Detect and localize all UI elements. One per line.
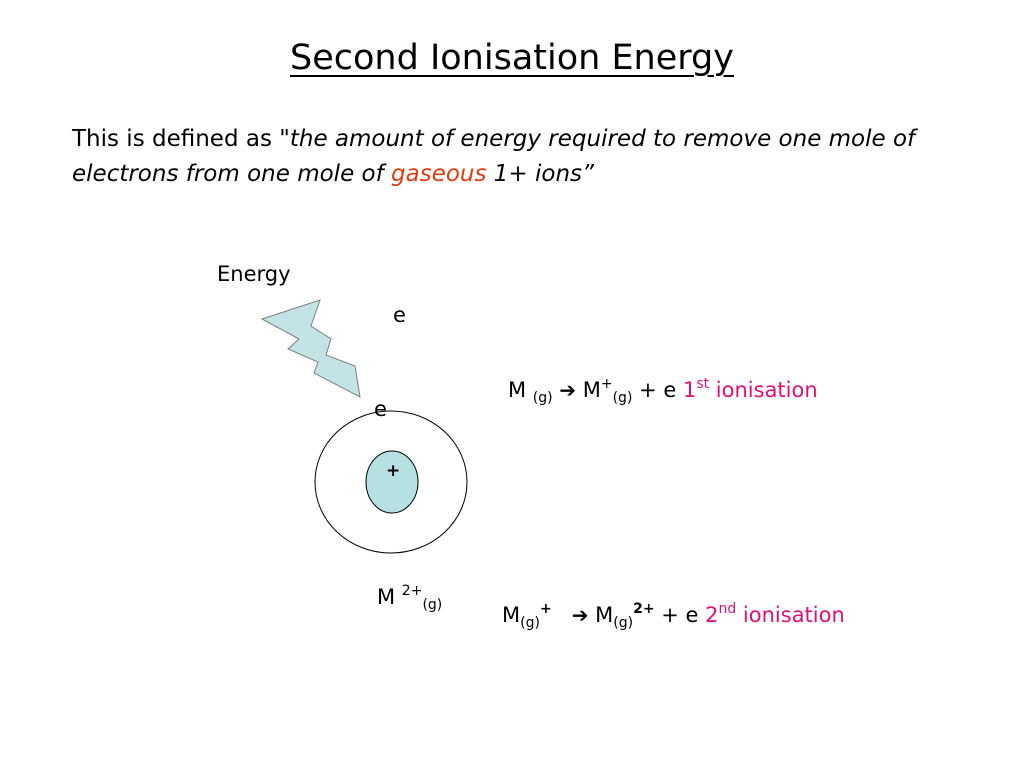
eq1-rhs-symbol: M xyxy=(576,378,601,402)
first-ionisation-equation: M (g) ➔ M+(g) + e 1st ionisation xyxy=(508,376,818,406)
second-ionisation-equation: M(g)+ ➔ M(g)2+ + e 2nd ionisation xyxy=(502,601,845,631)
eq1-rhs-state: (g) xyxy=(612,390,633,406)
eq1-ordinal-suffix: st xyxy=(696,376,710,392)
eq2-lhs-symbol: M xyxy=(502,603,521,627)
eq1-lhs-symbol: M xyxy=(508,378,533,402)
eq2-lhs-state: (g) xyxy=(520,615,540,631)
ion-charge: 2+ xyxy=(401,583,423,599)
ion-label: M 2+(g) xyxy=(377,583,442,613)
eq1-plus-electron: + e xyxy=(632,378,683,402)
definition-quote-part2: 1+ ions” xyxy=(486,161,594,187)
definition-lead: This is defined as xyxy=(72,126,280,152)
ion-symbol: M xyxy=(377,585,402,609)
definition-highlight-gaseous: gaseous xyxy=(391,161,487,187)
eq1-lhs-state: (g) xyxy=(532,390,553,406)
electron-orbit xyxy=(314,410,468,554)
energy-label: Energy xyxy=(217,262,291,286)
eq2-lhs-charge: + xyxy=(539,601,552,617)
eq1-ionisation-label: ionisation xyxy=(709,378,818,402)
definition-text: This is defined as "the amount of energy… xyxy=(72,122,972,192)
right-arrow-icon: ➔ xyxy=(571,603,589,627)
eq2-plus-electron: + e xyxy=(654,603,706,627)
eq1-ordinal: 1st ionisation xyxy=(682,376,818,402)
eq2-ordinal-suffix: nd xyxy=(718,601,737,617)
nucleus-charge: + xyxy=(386,461,401,481)
orbit-electron-label: e xyxy=(374,397,387,421)
eq1-rhs-charge: + xyxy=(600,376,613,392)
slide-title: Second Ionisation Energy xyxy=(290,38,734,78)
eq2-ionisation-label: ionisation xyxy=(736,603,845,627)
eq2-rhs-symbol: M xyxy=(588,603,614,627)
eq2-ordinal: 2nd ionisation xyxy=(705,601,845,627)
eq2-ordinal-number: 2 xyxy=(705,603,719,627)
eq2-rhs-state: (g) xyxy=(613,615,634,631)
eq1-ordinal-number: 1 xyxy=(682,378,697,402)
nucleus xyxy=(365,450,419,514)
ejected-electron-label: e xyxy=(393,303,406,327)
eq2-rhs-charge: 2+ xyxy=(633,601,655,617)
lightning-bolt-icon xyxy=(260,299,361,398)
definition-quote-part1: "the amount of energy required to remove… xyxy=(72,126,916,187)
right-arrow-icon: ➔ xyxy=(559,378,577,402)
ion-state: (g) xyxy=(422,597,443,613)
